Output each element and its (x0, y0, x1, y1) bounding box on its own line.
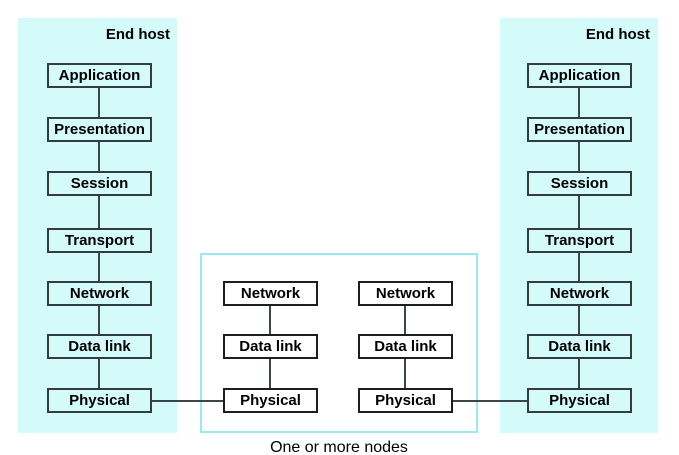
node2-to-right-host-physical-link-line (453, 400, 527, 402)
left-end-host-title: End host (105, 26, 170, 43)
left-host-layer-transport: Transport (47, 228, 152, 253)
left-host-layer-session: Session (47, 171, 152, 196)
nodes-caption: One or more nodes (270, 439, 408, 455)
node2-layer-data-link: Data link (358, 334, 453, 359)
left-host-layer-network: Network (47, 281, 152, 306)
left-host-layer-presentation: Presentation (47, 117, 152, 142)
left-host-layer-application: Application (47, 63, 152, 88)
left-host-layer-physical: Physical (47, 388, 152, 413)
right-host-layer-presentation: Presentation (527, 117, 632, 142)
right-host-layer-network: Network (527, 281, 632, 306)
left-host-layer-data-link: Data link (47, 334, 152, 359)
node2-layer-physical: Physical (358, 388, 453, 413)
node1-layer-network: Network (223, 281, 318, 306)
right-host-layer-data-link: Data link (527, 334, 632, 359)
node1-layer-data-link: Data link (223, 334, 318, 359)
left-host-to-node1-physical-link-line (152, 400, 223, 402)
node1-layer-physical: Physical (223, 388, 318, 413)
right-host-layer-application: Application (527, 63, 632, 88)
right-host-layer-transport: Transport (527, 228, 632, 253)
right-host-layer-session: Session (527, 171, 632, 196)
right-end-host-title: End host (585, 26, 650, 43)
right-host-layer-physical: Physical (527, 388, 632, 413)
node2-layer-network: Network (358, 281, 453, 306)
